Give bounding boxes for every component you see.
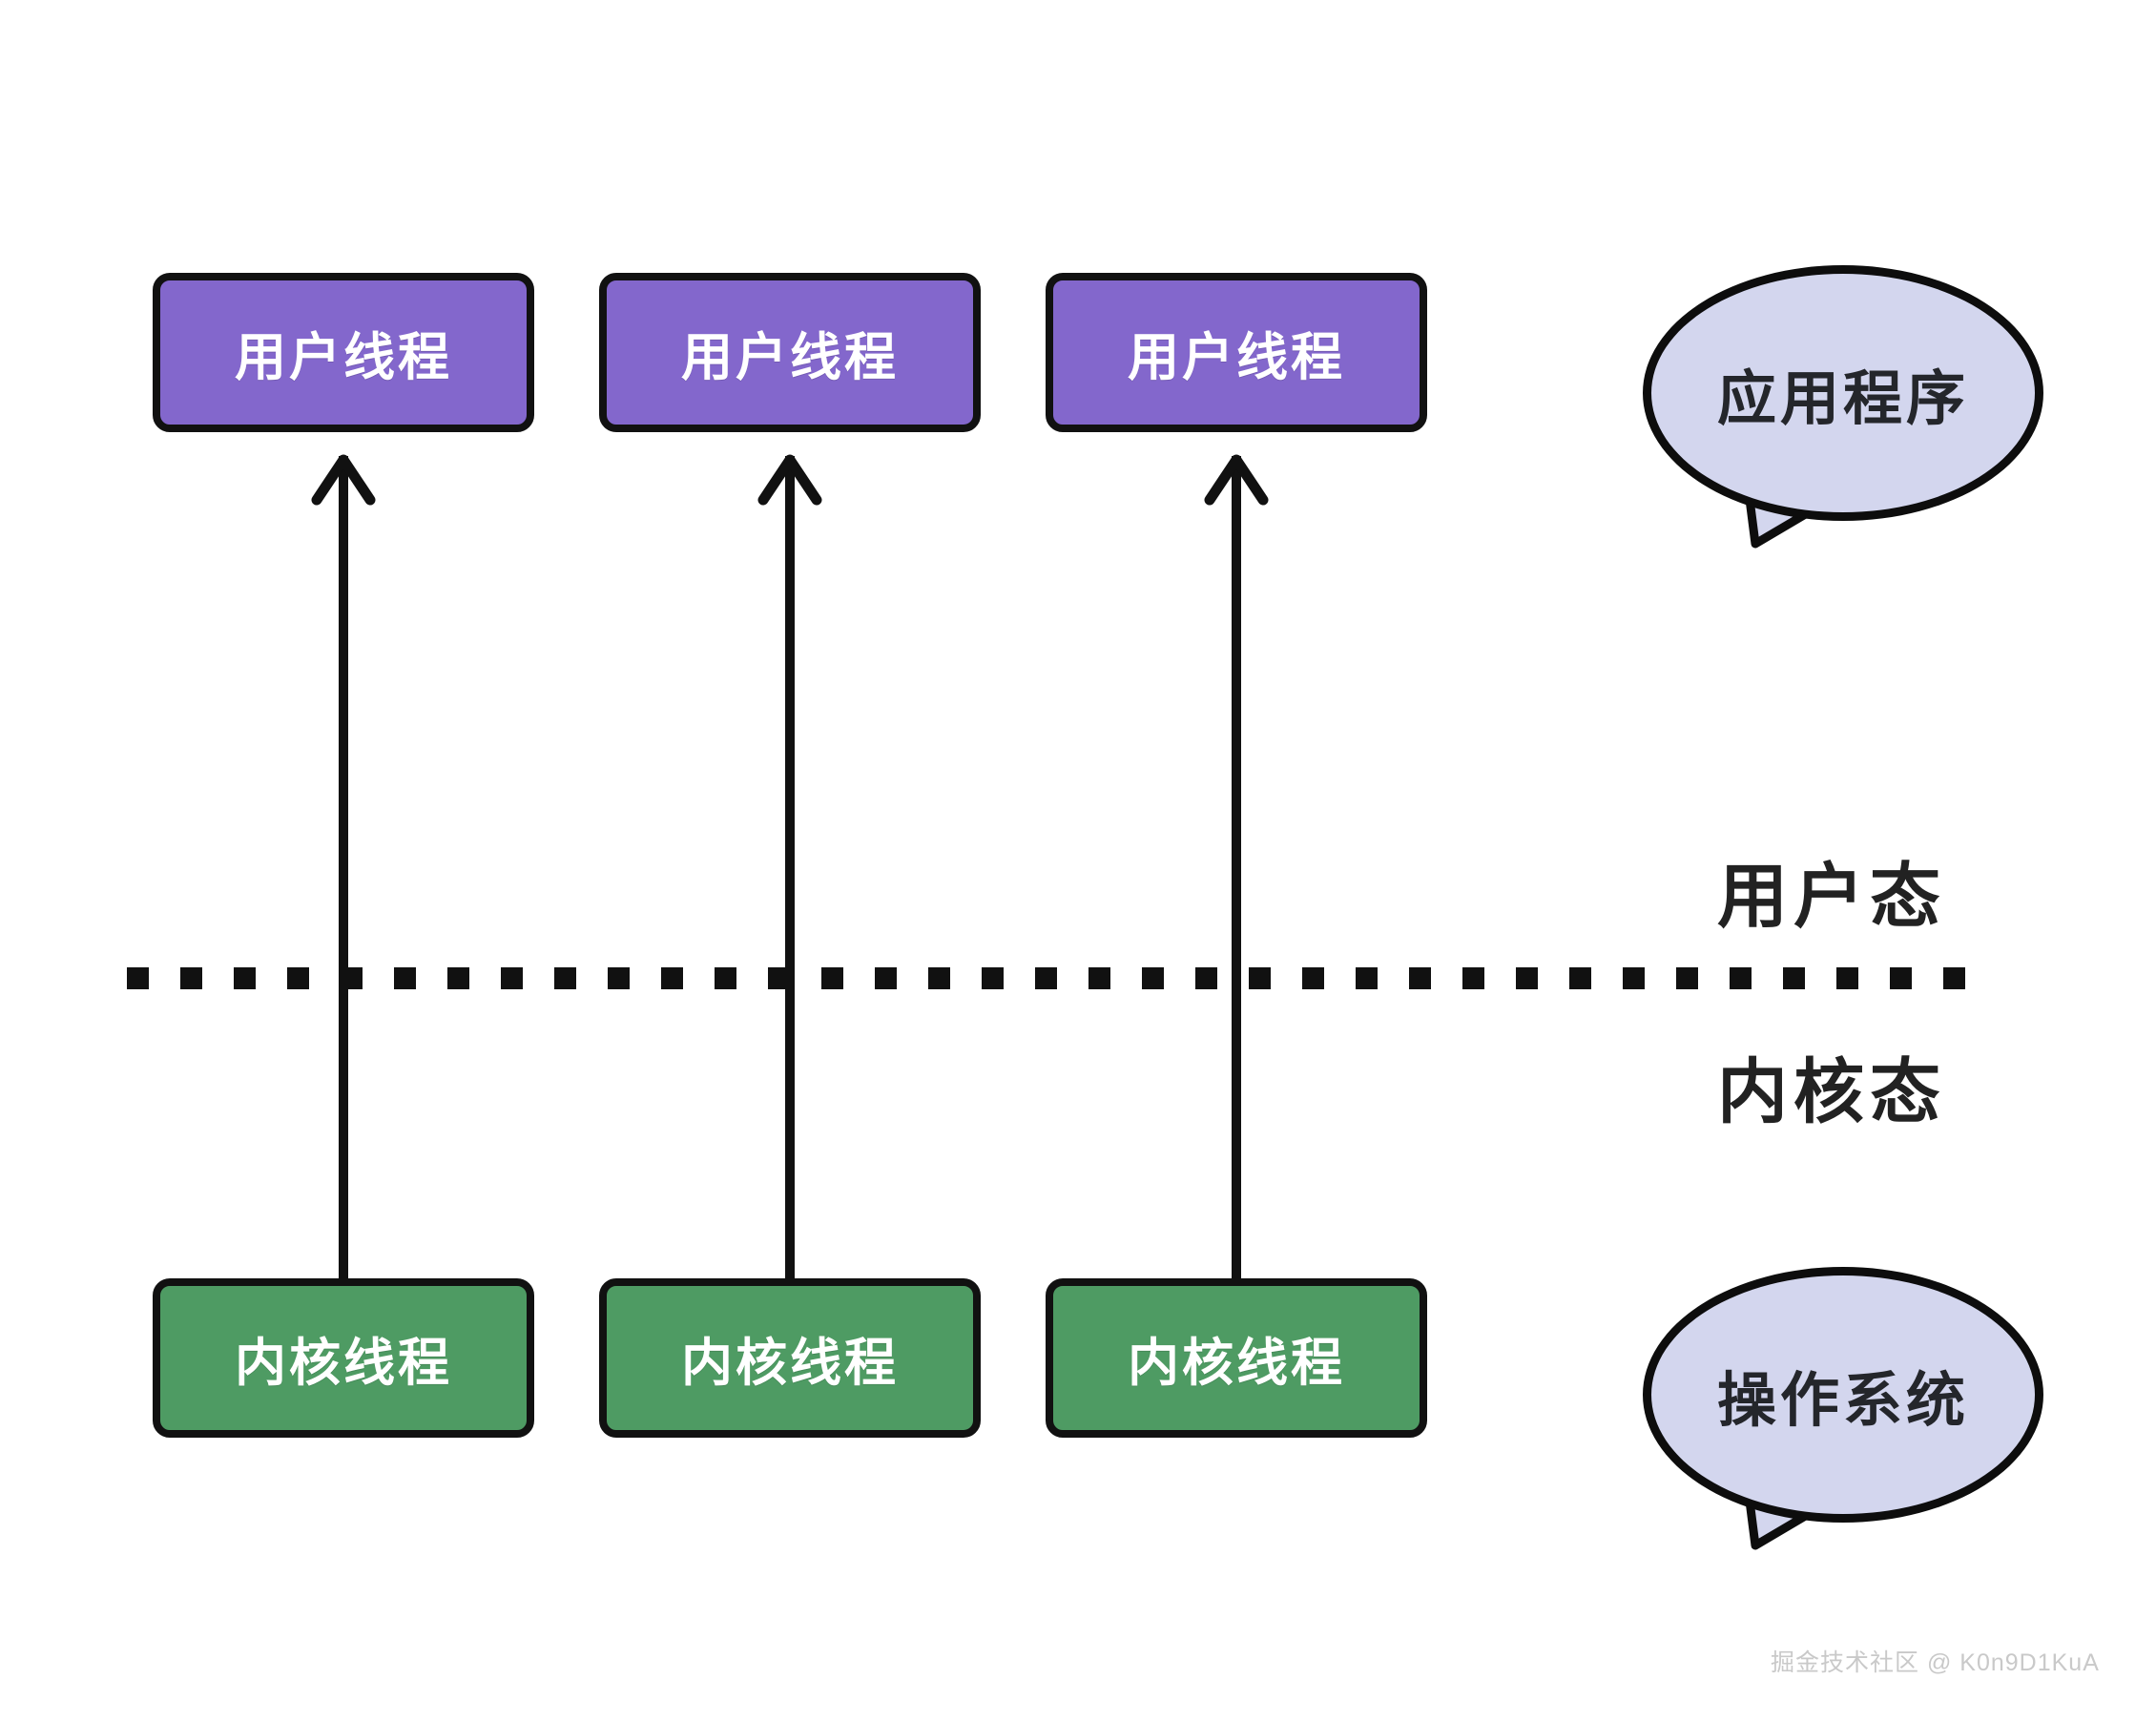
boundary-dash [715, 967, 736, 989]
arrow-kernel-to-user-2 [757, 454, 822, 1281]
boundary-dash [447, 967, 469, 989]
boundary-dash [1730, 967, 1752, 989]
callout-application-body: 应用程序 [1643, 265, 2043, 521]
boundary-dash [180, 967, 202, 989]
boundary-dash [1249, 967, 1271, 989]
watermark: 掘金技术社区 @ K0n9D1KuA [1771, 1649, 2100, 1676]
boundary-dash [928, 967, 950, 989]
boundary-dash [661, 967, 683, 989]
kernel-thread-box-1[interactable]: 内核线程 [153, 1278, 534, 1438]
boundary-dash [1462, 967, 1484, 989]
boundary-dash [1890, 967, 1912, 989]
boundary-dash [1516, 967, 1538, 989]
callout-application-label: 应用程序 [1716, 366, 1969, 432]
callout-application: 应用程序 [1643, 265, 2043, 551]
boundary-dash [1356, 967, 1378, 989]
boundary-dash [1088, 967, 1110, 989]
boundary-dash [127, 967, 149, 989]
boundary-dash [768, 967, 790, 989]
boundary-dash [341, 967, 363, 989]
boundary-dash [608, 967, 630, 989]
boundary-dash [1783, 967, 1805, 989]
boundary-dash [1302, 967, 1324, 989]
boundary-dash [1195, 967, 1217, 989]
arrow-kernel-to-user-3 [1204, 454, 1269, 1281]
user-thread-box-2[interactable]: 用户线程 [599, 273, 981, 432]
kernel-space-zone [0, 798, 1345, 1341]
callout-operating-system: 操作系统 [1643, 1267, 2043, 1553]
callout-operating-system-label: 操作系统 [1716, 1368, 1969, 1434]
kernel-thread-box-2[interactable]: 内核线程 [599, 1278, 981, 1438]
boundary-dash [287, 967, 309, 989]
kernel-mode-label: 内核态 [1717, 1052, 1946, 1131]
user-thread-box-1[interactable]: 用户线程 [153, 273, 534, 432]
boundary-dash [554, 967, 576, 989]
boundary-dash [1943, 967, 1965, 989]
boundary-dash [1142, 967, 1164, 989]
boundary-dash [1623, 967, 1645, 989]
user-kernel-boundary-dashed-line [127, 967, 1978, 989]
callout-operating-system-body: 操作系统 [1643, 1267, 2043, 1523]
boundary-dash [982, 967, 1004, 989]
boundary-dash [1409, 967, 1431, 989]
boundary-dash [1836, 967, 1858, 989]
arrow-kernel-to-user-1 [311, 454, 376, 1281]
boundary-dash [234, 967, 256, 989]
boundary-dash [1676, 967, 1698, 989]
user-mode-label: 用户态 [1717, 857, 1946, 936]
kernel-thread-box-3[interactable]: 内核线程 [1046, 1278, 1427, 1438]
boundary-dash [1569, 967, 1591, 989]
arrowhead-icon [1204, 454, 1269, 506]
boundary-dash [1035, 967, 1057, 989]
user-thread-box-3[interactable]: 用户线程 [1046, 273, 1427, 432]
boundary-dash [821, 967, 843, 989]
boundary-dash [875, 967, 897, 989]
arrowhead-icon [311, 454, 376, 506]
boundary-dash [394, 967, 416, 989]
boundary-dash [501, 967, 523, 989]
arrowhead-icon [757, 454, 822, 506]
